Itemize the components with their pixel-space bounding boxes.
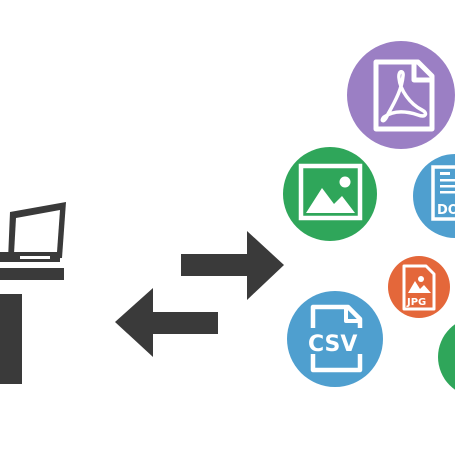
bidirectional-arrows-icon [115,231,284,357]
doc-file-icon: DO [413,154,455,238]
csv-file-icon: CSV [287,291,383,387]
desk-leg [0,294,22,384]
laptop-keyboard-slit [20,256,50,259]
left-arrow [115,288,218,357]
jpg-file-icon: JPG [388,256,450,318]
desk-top [0,268,64,280]
doc-label: DO [437,203,455,218]
image-file-icon [283,147,377,241]
right-arrow [181,231,284,300]
jpg-label: JPG [406,297,426,308]
pdf-file-icon [347,41,455,149]
csv-label: CSV [308,332,357,357]
laptop-desk-icon [0,202,66,384]
laptop-screen-inner [14,210,60,254]
partial-green-file-icon [438,324,455,390]
